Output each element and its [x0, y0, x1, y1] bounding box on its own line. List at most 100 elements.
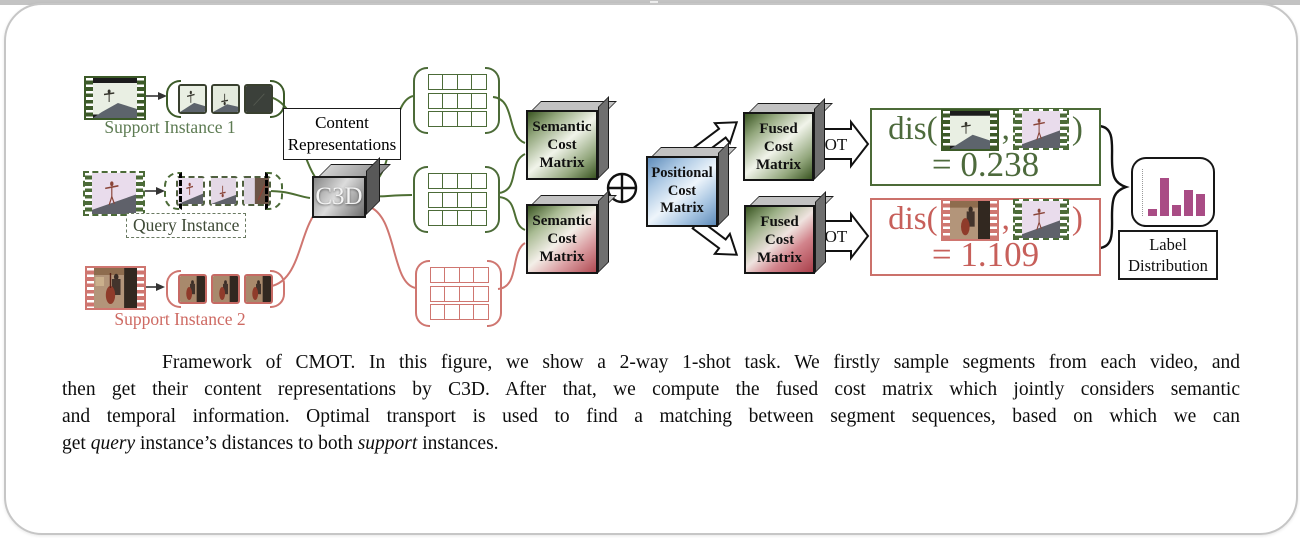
label-distribution-chart-icon [1131, 157, 1215, 227]
distance-value: = 0.238 [931, 144, 1040, 184]
segment-frame [178, 274, 207, 304]
caption-italic-query: query [90, 433, 136, 454]
matrix-label-line: Matrix [539, 249, 585, 265]
caption-text: instances. [417, 433, 499, 454]
film-sprockets [87, 268, 94, 308]
support1-label: Support Instance 1 [104, 117, 236, 137]
dancer-video-thumbnail [1012, 109, 1069, 150]
right-paren [265, 172, 283, 210]
film-sprockets [85, 173, 92, 214]
feature-grid [428, 173, 487, 226]
bar-chart-bars [1148, 178, 1207, 216]
support2-segment-frames [166, 270, 285, 308]
circled-plus-icon [606, 172, 638, 204]
label-distribution-line: Distribution [1128, 256, 1208, 275]
c3d-cube: C3D [312, 176, 366, 218]
segment-frame [209, 176, 238, 206]
close-paren-text: ) [1071, 111, 1083, 147]
comma-text: , [1001, 201, 1010, 237]
matrix-label-line: Matrix [757, 249, 802, 266]
support1-filmstrip [84, 76, 146, 120]
support2-filmstrip [85, 266, 146, 310]
label-distribution-line: Label [1149, 235, 1187, 254]
distance-box-support1: dis( , ) = 0.238 [870, 108, 1101, 186]
support2-label: Support Instance 2 [114, 309, 246, 329]
ot-arrow [820, 119, 870, 261]
gymnast-video-thumbnail [93, 78, 137, 118]
dis-function-text: dis( [888, 111, 938, 147]
right-paren [485, 166, 501, 233]
c3d-label: C3D [312, 176, 366, 218]
comma-text: , [1001, 111, 1010, 147]
matrix-label-line: Matrix [660, 200, 704, 217]
matrix-label-line: Cost [667, 182, 697, 199]
cello-video-thumbnail [94, 268, 137, 308]
film-sprockets [86, 78, 93, 118]
matrix-label-line: Fused [760, 213, 799, 230]
caption-line-3: and temporal information. Optimal transp… [62, 406, 1240, 427]
film-sprockets [137, 78, 144, 118]
query-filmstrip [83, 171, 145, 216]
feature-grid [428, 74, 487, 127]
segment-frame [211, 84, 240, 114]
matrix-label-line: Cost [547, 137, 577, 153]
dancer-video-thumbnail [1012, 199, 1069, 240]
content-representations-box: Content Representations [283, 108, 401, 160]
matrix-label-line: Cost [764, 231, 795, 248]
segment-frame [244, 84, 273, 114]
caption-italic-support: support [357, 433, 418, 454]
dancer-video-thumbnail [92, 173, 136, 214]
caption-line-4: get query instance’s distances to both s… [62, 430, 1240, 457]
left-paren [415, 260, 430, 327]
positional-cost-matrix: Positional Cost Matrix [646, 156, 718, 227]
film-sprockets [136, 173, 143, 214]
matrix-label-line: Matrix [756, 156, 801, 173]
matrix-label-line: Cost [547, 231, 577, 247]
left-paren [166, 80, 181, 118]
fused-cost-matrix-1: Fused Cost Matrix [743, 112, 814, 181]
right-arrow-icon [142, 92, 167, 291]
feature-grid [430, 267, 489, 320]
right-paren [270, 270, 285, 308]
left-paren [413, 67, 428, 134]
caption-line-2: then get their content representations b… [62, 379, 1240, 400]
left-paren [164, 172, 182, 210]
curly-brace-icon [1098, 124, 1130, 250]
gymnast-video-thumbnail [940, 108, 999, 151]
caption-line-1: Framework of CMOT. In this figure, we sh… [162, 352, 1240, 373]
close-paren-text: ) [1071, 201, 1083, 237]
ot-label: OT [825, 135, 848, 154]
distance-box-support2: dis( , ) = 1.109 [870, 198, 1101, 276]
caption-text: instance’s distances to both [135, 433, 358, 454]
content-representations-line: Content [315, 113, 369, 132]
matrix-label-line: Semantic [532, 119, 592, 135]
film-sprockets [137, 268, 144, 308]
semantic-cost-matrix-2: Semantic Cost Matrix [526, 204, 598, 274]
segment-frame [244, 274, 273, 304]
right-paren [485, 67, 501, 134]
query-segment-frames [164, 172, 283, 210]
fused-cost-matrix-2: Fused Cost Matrix [744, 205, 815, 274]
semantic-cost-matrix-1: Semantic Cost Matrix [526, 110, 598, 180]
right-paren [487, 260, 503, 327]
matrix-label-line: Semantic [532, 213, 592, 229]
left-paren [413, 166, 428, 233]
figure-caption: Framework of CMOT. In this figure, we sh… [62, 349, 1240, 457]
query-label: Query Instance [126, 213, 247, 238]
representation-grid-support2 [415, 260, 503, 327]
support1-segment-frames [166, 80, 285, 118]
left-paren [166, 270, 181, 308]
ot-label: OT [825, 227, 848, 246]
matrix-label-line: Matrix [539, 155, 585, 171]
segment-frame [178, 84, 207, 114]
segment-frame [211, 274, 240, 304]
caption-text: get [62, 433, 91, 454]
representation-grid-query [413, 166, 501, 233]
matrix-label-line: Fused [759, 120, 798, 137]
chart-axis [1142, 169, 1143, 216]
dis-function-text: dis( [888, 201, 938, 237]
representation-grid-support1 [413, 67, 501, 134]
connector-curves: OT OT [142, 92, 1130, 291]
matrix-label-line: Cost [763, 138, 794, 155]
